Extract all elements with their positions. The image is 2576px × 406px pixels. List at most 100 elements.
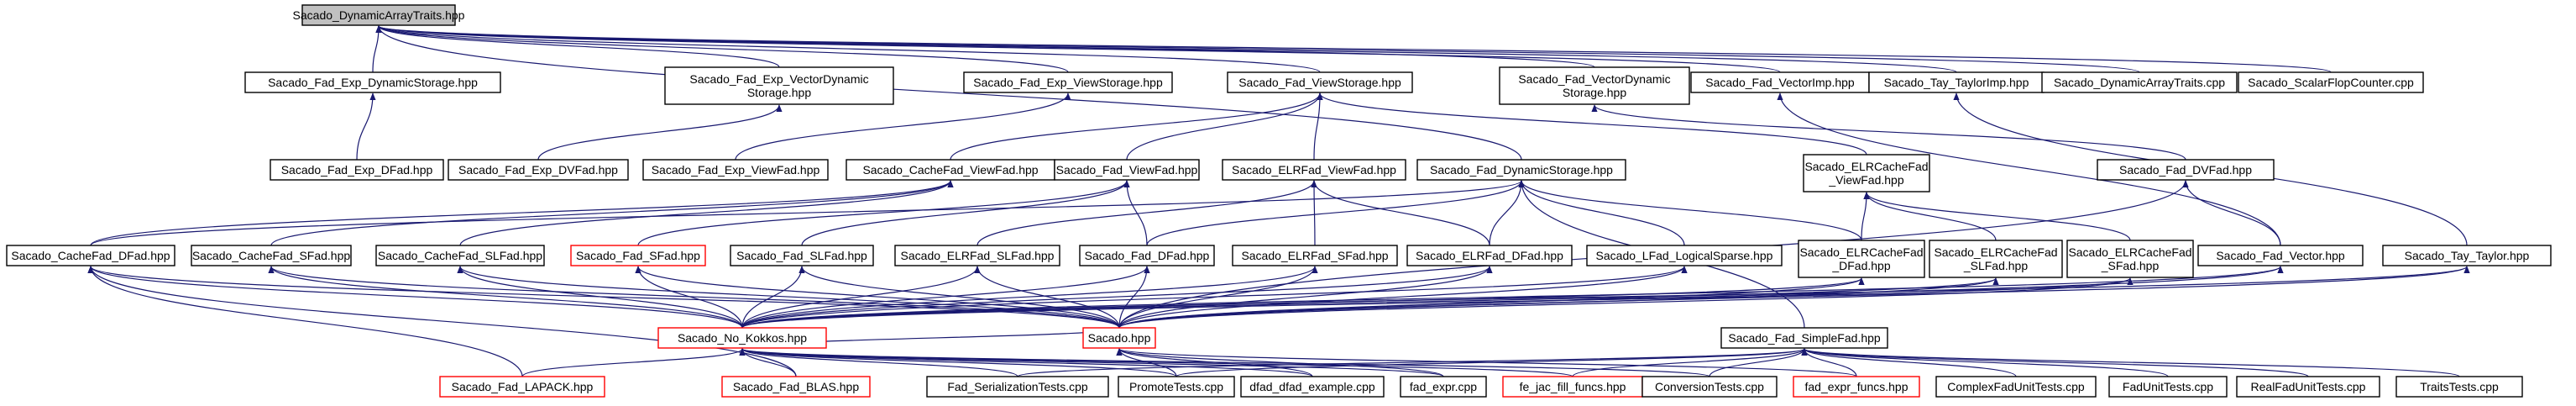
edge-fadVector-to-vecImp: [1777, 92, 2281, 246]
node-label: Sacado_Fad_SimpleFad.hpp: [1728, 331, 1881, 345]
node-label: Sacado_CacheFad_ViewFad.hpp: [862, 163, 1038, 177]
node-box: [1586, 245, 1783, 266]
node-box: [1240, 376, 1385, 398]
edge-cacheDFad-to-cacheViewFad: [90, 180, 954, 246]
node-box: [448, 159, 629, 181]
edge-noKokkos-to-elrSLFad: [741, 266, 981, 329]
node-label: Sacado_Tay_Taylor.hpp: [2405, 249, 2530, 262]
node-box: [1641, 376, 1778, 398]
node-cacheSFad[interactable]: Sacado_CacheFad_SFad.hpp: [191, 245, 352, 266]
node-box: [1232, 245, 1398, 266]
node-elrDFad[interactable]: Sacado_ELRFad_DFad.hpp: [1406, 245, 1573, 266]
node-box: [1868, 71, 2045, 93]
node-tayTaylor[interactable]: Sacado_Tay_Taylor.hpp: [2382, 245, 2552, 266]
node-complexTests[interactable]: ComplexFadUnitTests.cpp: [1935, 376, 2097, 398]
node-box: [664, 66, 894, 105]
node-sacado[interactable]: Sacado.hpp: [1082, 327, 1156, 349]
node-label: Sacado_Fad_DVFad.hpp: [2119, 163, 2252, 177]
node-elrCacheViewFad[interactable]: Sacado_ELRCacheFad_ViewFad.hpp: [1803, 154, 1930, 192]
node-box: [2108, 376, 2228, 398]
node-tayImp[interactable]: Sacado_Tay_TaylorImp.hpp: [1868, 71, 2045, 93]
edge-sacado-to-cacheDFad: [87, 266, 1120, 329]
node-fadExprFuncs[interactable]: fad_expr_funcs.hpp: [1793, 376, 1920, 398]
node-label: Sacado_Fad_ViewFad.hpp: [1056, 163, 1198, 177]
node-traitsTests[interactable]: TraitsTests.cpp: [2395, 376, 2523, 398]
edge-sacado-to-fadVector: [1118, 266, 2284, 329]
edge-noKokkos-to-cacheDFad: [87, 266, 743, 329]
node-expDFad[interactable]: Sacado_Fad_Exp_DFad.hpp: [270, 159, 444, 181]
edge-complexTests-to-simpleFad: [1801, 348, 2017, 377]
node-root[interactable]: Sacado_DynamicArrayTraits.hpp: [293, 4, 465, 26]
node-convTests[interactable]: ConversionTests.cpp: [1641, 376, 1778, 398]
node-cacheDFad[interactable]: Sacado_CacheFad_DFad.hpp: [6, 245, 175, 266]
node-elrCacheSLFad[interactable]: Sacado_ELRCacheFad_SLFad.hpp: [1929, 240, 2063, 278]
node-dvFad[interactable]: Sacado_Fad_DVFad.hpp: [2097, 159, 2275, 181]
node-vecImp[interactable]: Sacado_Fad_VectorImp.hpp: [1690, 71, 1870, 93]
file-nodes: Sacado_DynamicArrayTraits.hppSacado_Fad_…: [6, 4, 2552, 398]
node-box: [6, 245, 175, 266]
node-label: Sacado_Fad_Exp_DVFad.hpp: [458, 163, 618, 177]
node-label: Sacado_DynamicArrayTraits.cpp: [2054, 76, 2225, 89]
node-label: _SLFad.hpp: [1963, 259, 2028, 272]
node-label: Sacado_ELRFad_ViewFad.hpp: [1232, 163, 1396, 177]
node-label: Sacado_ELRFad_SFad.hpp: [1241, 249, 1388, 262]
node-label: Sacado_Fad_LAPACK.hpp: [452, 380, 594, 393]
node-cacheSLFad[interactable]: Sacado_CacheFad_SLFad.hpp: [375, 245, 545, 266]
node-lapack[interactable]: Sacado_Fad_LAPACK.hpp: [439, 376, 605, 398]
node-elrCacheDFad[interactable]: Sacado_ELRCacheFad_DFad.hpp: [1798, 240, 1925, 278]
node-box: [730, 245, 874, 266]
node-expDVFad[interactable]: Sacado_Fad_Exp_DVFad.hpp: [448, 159, 629, 181]
node-label: Sacado_ELRCacheFad: [1934, 245, 2057, 259]
node-box: [2382, 245, 2552, 266]
node-box: [1720, 327, 1888, 349]
node-elrViewFad[interactable]: Sacado_ELRFad_ViewFad.hpp: [1222, 159, 1406, 181]
node-expDyn[interactable]: Sacado_Fad_Exp_DynamicStorage.hpp: [244, 71, 501, 93]
node-sfc[interactable]: Sacado_ScalarFlopCounter.cpp: [2238, 71, 2424, 93]
node-dfadEx[interactable]: dfad_dfad_example.cpp: [1240, 376, 1385, 398]
node-elrSFad[interactable]: Sacado_ELRFad_SFad.hpp: [1232, 245, 1398, 266]
node-noKokkos[interactable]: Sacado_No_Kokkos.hpp: [657, 327, 827, 349]
node-feJac[interactable]: fe_jac_fill_funcs.hpp: [1502, 376, 1643, 398]
node-blas[interactable]: Sacado_Fad_BLAS.hpp: [721, 376, 871, 398]
node-promoteTests[interactable]: PromoteTests.cpp: [1118, 376, 1235, 398]
node-elrCacheSFad[interactable]: Sacado_ELRCacheFad_SFad.hpp: [2066, 240, 2194, 278]
node-label: Sacado_Fad_Vector.hpp: [2216, 249, 2345, 262]
node-sfad[interactable]: Sacado_Fad_SFad.hpp: [570, 245, 706, 266]
node-viewStor[interactable]: Sacado_Fad_ViewStorage.hpp: [1227, 71, 1413, 93]
node-label: Sacado_Fad_DFad.hpp: [1085, 249, 1210, 262]
node-serTests[interactable]: Fad_SerializationTests.cpp: [926, 376, 1109, 398]
node-label: _SFad.hpp: [2101, 259, 2160, 272]
node-elrSLFad[interactable]: Sacado_ELRFad_SLFad.hpp: [894, 245, 1060, 266]
edge-serTests-to-noKokkos: [739, 348, 1018, 377]
node-dynStor[interactable]: Sacado_Fad_DynamicStorage.hpp: [1416, 159, 1626, 181]
node-fadUnitTests[interactable]: FadUnitTests.cpp: [2108, 376, 2228, 398]
edge-cacheSLFad-to-cacheViewFad: [459, 180, 954, 246]
edge-feJac-to-noKokkos: [739, 348, 1573, 377]
node-label: Sacado_Fad_SFad.hpp: [576, 249, 700, 262]
node-expView[interactable]: Sacado_Fad_Exp_ViewStorage.hpp: [963, 71, 1173, 93]
node-dfad[interactable]: Sacado_Fad_DFad.hpp: [1079, 245, 1215, 266]
node-datCpp[interactable]: Sacado_DynamicArrayTraits.cpp: [2041, 71, 2238, 93]
node-cacheViewFad[interactable]: Sacado_CacheFad_ViewFad.hpp: [846, 159, 1055, 181]
node-fadVector[interactable]: Sacado_Fad_Vector.hpp: [2197, 245, 2364, 266]
node-fadExpr[interactable]: fad_expr.cpp: [1400, 376, 1487, 398]
edge-noKokkos-to-cacheSFad: [268, 266, 743, 329]
node-slfad[interactable]: Sacado_Fad_SLFad.hpp: [730, 245, 874, 266]
node-box: [2238, 71, 2424, 93]
node-box: [2041, 71, 2238, 93]
node-box: [301, 4, 456, 26]
node-lfadLS[interactable]: Sacado_LFad_LogicalSparse.hpp: [1586, 245, 1783, 266]
edge-convTests-to-noKokkos: [739, 348, 1710, 377]
edge-sacado-to-elrDFad: [1118, 266, 1493, 329]
node-box: [244, 71, 501, 93]
node-expViewFad[interactable]: Sacado_Fad_Exp_ViewFad.hpp: [642, 159, 829, 181]
node-label: Sacado_Fad_DynamicStorage.hpp: [1430, 163, 1613, 177]
node-realTests[interactable]: RealFadUnitTests.cpp: [2236, 376, 2380, 398]
edge-noKokkos-to-tayTaylor: [741, 266, 2470, 329]
edge-elrCacheDFad-to-dynStor: [1518, 180, 1862, 241]
node-simpleFad[interactable]: Sacado_Fad_SimpleFad.hpp: [1720, 327, 1888, 349]
node-label: Sacado.hpp: [1088, 331, 1151, 345]
node-viewFad[interactable]: Sacado_Fad_ViewFad.hpp: [1054, 159, 1200, 181]
